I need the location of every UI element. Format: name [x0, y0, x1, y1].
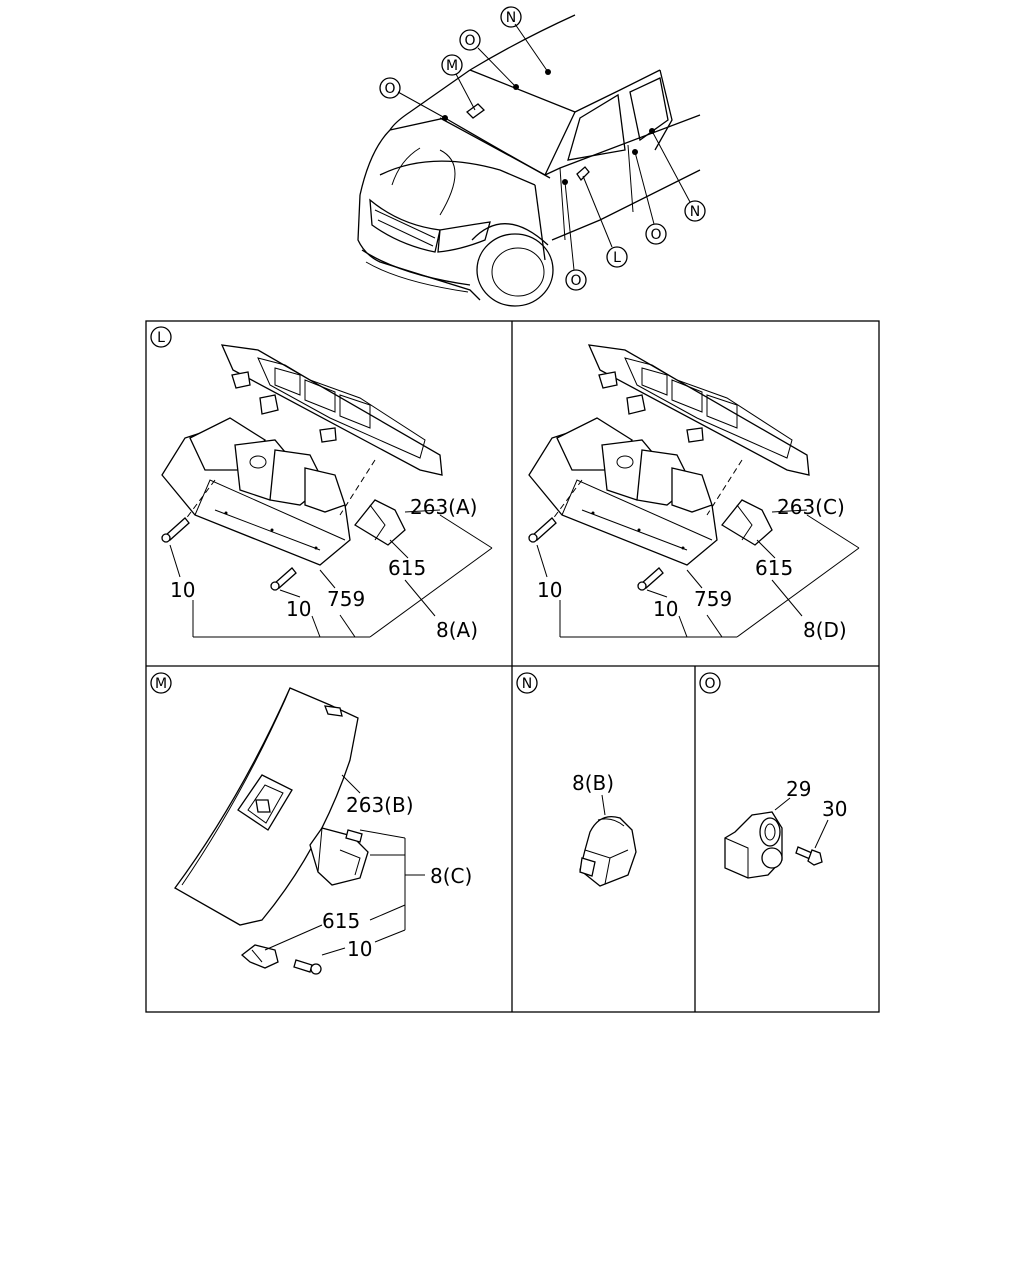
label-263b: 263(B) [346, 793, 414, 817]
label-30: 30 [822, 797, 847, 821]
svg-text:O: O [650, 227, 661, 243]
svg-text:O: O [384, 81, 395, 97]
panel-l-letter: L [150, 326, 172, 348]
label-10-right-a: 10 [537, 578, 562, 602]
panel-o: O 29 30 [699, 672, 847, 879]
clip-615-m [240, 944, 279, 969]
label-615-right: 615 [755, 556, 793, 580]
svg-text:L: L [613, 250, 621, 266]
label-29: 29 [786, 777, 811, 801]
label-615-left: 615 [388, 556, 426, 580]
switch-8c [309, 827, 369, 886]
screw-10-left-b [270, 567, 297, 591]
screw-10-left-a [161, 517, 190, 543]
switch-assembly-8d [528, 417, 718, 566]
svg-text:O: O [464, 33, 475, 49]
panel-n: N 8(B) [516, 672, 637, 887]
overview-callout-m: M [441, 54, 463, 76]
overview-callout-o-front-door: O [565, 269, 587, 291]
svg-text:M: M [446, 58, 458, 74]
overview-callout-o-windshield: O [459, 29, 481, 51]
svg-text:N: N [506, 10, 516, 26]
switch-8b [579, 815, 637, 887]
label-615-m: 615 [322, 909, 360, 933]
panel-l-right: 263(C) 615 759 10 10 8(D) [528, 344, 860, 642]
overview-callout-n-top: N [500, 6, 522, 28]
switch-assembly-8a [161, 417, 351, 566]
label-263a: 263(A) [410, 495, 477, 519]
vehicle-overview [357, 14, 701, 307]
panel-m: M [150, 672, 472, 975]
overview-callout-o-hood: O [379, 77, 401, 99]
sensor-29 [724, 811, 783, 879]
label-10-left-a: 10 [170, 578, 195, 602]
svg-text:N: N [522, 676, 532, 692]
screw-10-right-b [637, 567, 664, 591]
overview-callout-l: L [606, 246, 628, 268]
screw-10-right-a [528, 517, 557, 543]
svg-text:N: N [690, 204, 700, 220]
bolt-30 [795, 846, 823, 866]
panel-l-left: L [150, 326, 493, 642]
bezel-263a [220, 344, 443, 476]
bezel-263c [587, 344, 810, 476]
retainer-615-left [354, 499, 406, 546]
door-trim-263b [174, 687, 359, 926]
retainer-615-right [721, 499, 773, 546]
panel-m-letter: M [150, 672, 172, 694]
screw-10-m [293, 959, 322, 975]
detail-grid-frame [145, 320, 880, 1013]
label-8b: 8(B) [572, 771, 614, 795]
label-8c: 8(C) [430, 864, 472, 888]
overview-callout-n-side: N [684, 200, 706, 222]
svg-text:M: M [155, 676, 167, 692]
label-759-left: 759 [327, 587, 365, 611]
label-8a: 8(A) [436, 618, 478, 642]
label-10-left-b: 10 [286, 597, 311, 621]
svg-text:L: L [157, 330, 165, 346]
label-263c: 263(C) [777, 495, 845, 519]
label-10-m: 10 [347, 937, 372, 961]
panel-n-letter: N [516, 672, 538, 694]
overview-callout-o-rear-door: O [645, 223, 667, 245]
svg-text:O: O [704, 676, 715, 692]
panel-o-letter: O [699, 672, 721, 694]
label-8d: 8(D) [803, 618, 847, 642]
svg-text:O: O [570, 273, 581, 289]
label-759-right: 759 [694, 587, 732, 611]
label-10-right-b: 10 [653, 597, 678, 621]
